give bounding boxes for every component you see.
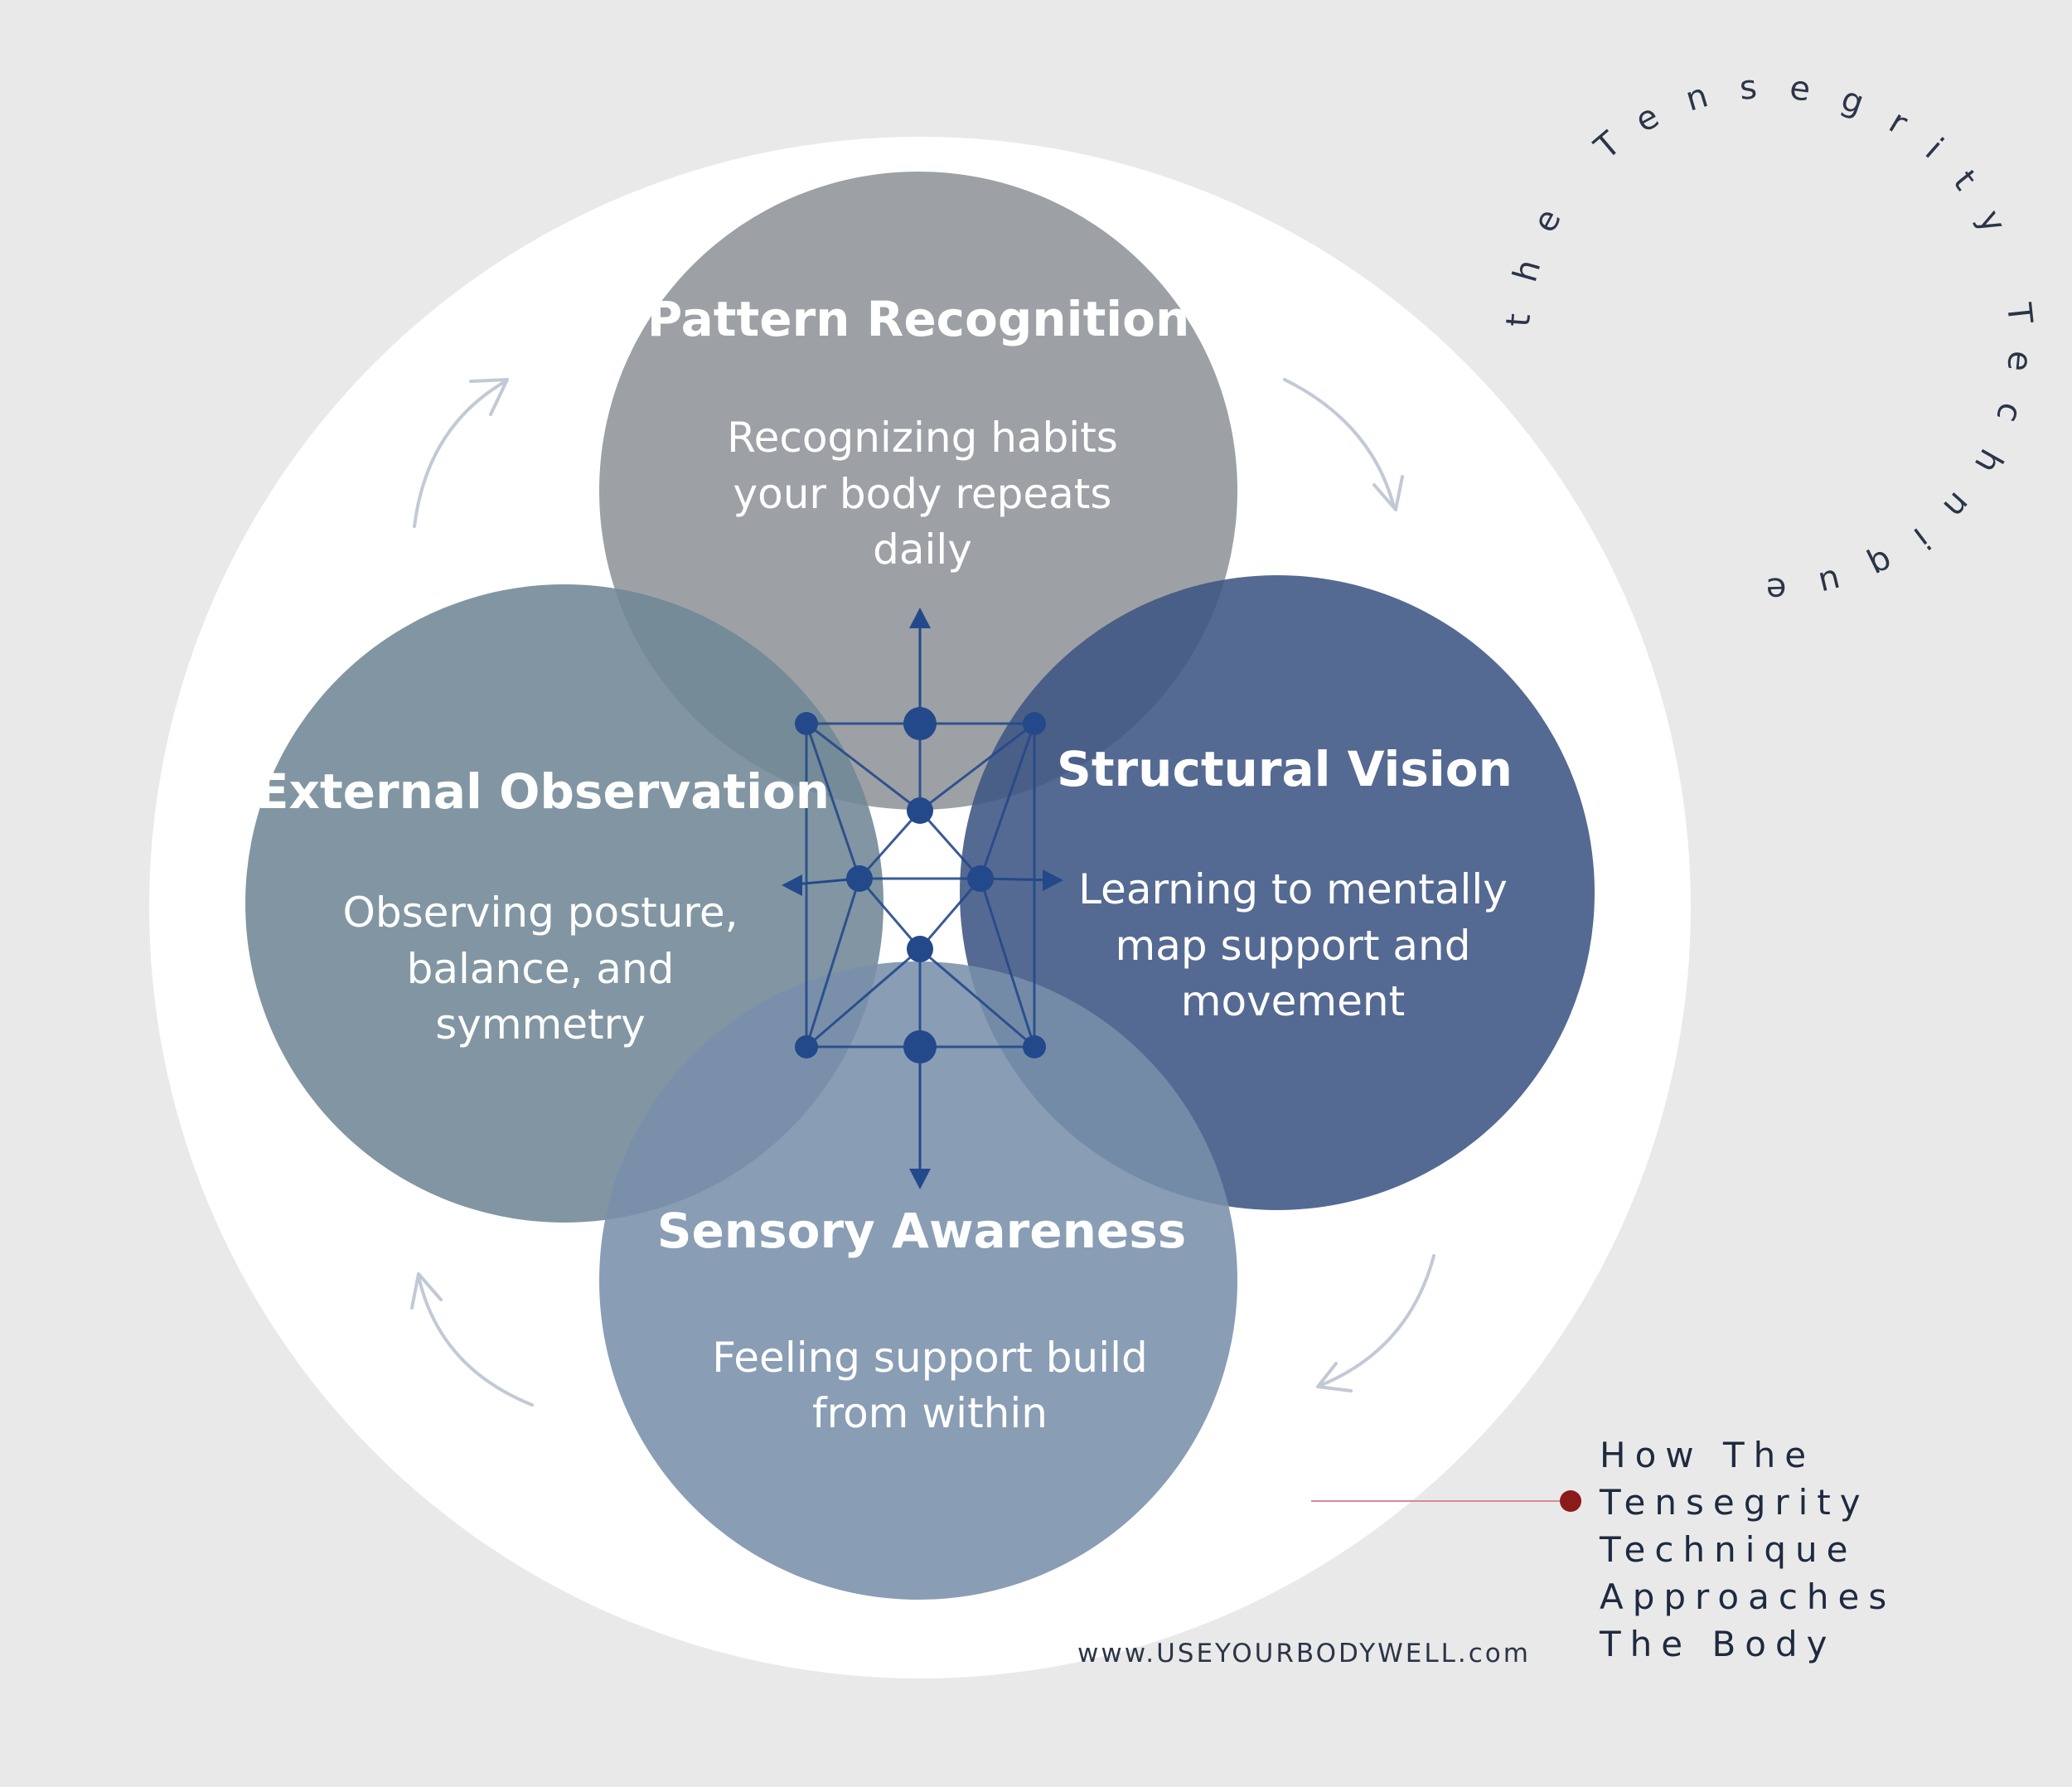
desc-structural-vision-line-2: map support and	[1116, 922, 1471, 970]
network-edge	[919, 947, 1035, 1048]
outer-white-circle	[149, 137, 1691, 1678]
side-title-line-3: Technique	[1599, 1529, 1857, 1570]
network-edge	[919, 722, 1035, 812]
cycle-arrow-icon	[1316, 1254, 1435, 1392]
cycle-arrow-icon	[1283, 378, 1404, 511]
arrowhead-icon	[1043, 869, 1063, 891]
side-title-line-5: The Body	[1599, 1624, 1837, 1664]
side-title-line-4: Approaches	[1600, 1576, 1895, 1617]
network-node	[795, 712, 818, 735]
network-node	[1023, 1035, 1046, 1058]
network-edge	[918, 810, 982, 879]
desc-external-observation-line-1: Observing posture,	[342, 889, 738, 937]
arrowhead-icon	[782, 874, 802, 896]
network-edge	[805, 723, 861, 879]
desc-sensory-awareness-line-2: from within	[812, 1389, 1048, 1437]
desc-structural-vision-line-1: Learning to mentally	[1078, 865, 1508, 913]
title-structural-vision: Structural Vision	[1057, 741, 1513, 797]
title-external-observation: External Observation	[256, 763, 830, 820]
circle-sensory-awareness	[599, 961, 1237, 1600]
desc-pattern-recognition-line-1: Recognizing habits	[727, 414, 1118, 462]
cycle-arrows	[410, 378, 1435, 1407]
network-edge	[918, 878, 982, 950]
website-url: www.USEYOURBODYWELL.com	[1077, 1639, 1531, 1668]
network-edge	[805, 878, 861, 1048]
desc-pattern-recognition-line-2: your body repeats	[733, 470, 1112, 518]
network-node	[907, 936, 933, 962]
network-node	[795, 1035, 818, 1058]
tensegrity-network-icon	[782, 608, 1063, 1189]
arrowhead-icon	[909, 1169, 931, 1189]
desc-structural-vision-line-3: movement	[1181, 977, 1405, 1025]
network-edge	[806, 722, 921, 812]
desc-external-observation-line-2: balance, and	[407, 945, 675, 993]
title-sensory-awareness: Sensory Awareness	[657, 1203, 1187, 1259]
cycle-arrow-icon	[413, 378, 509, 528]
desc-pattern-recognition-line-3: daily	[873, 525, 972, 574]
accent-dot-icon	[1560, 1490, 1581, 1512]
arrowhead-icon	[909, 608, 931, 628]
desc-sensory-awareness-line-1: Feeling support build	[712, 1334, 1147, 1382]
network-edge	[858, 810, 922, 879]
network-node	[903, 1030, 937, 1063]
network-node	[1023, 712, 1046, 735]
network-edge	[979, 723, 1036, 879]
side-title-line-1: How The	[1600, 1435, 1815, 1475]
network-node	[903, 707, 937, 740]
network-edge	[806, 947, 921, 1048]
network-edge	[979, 878, 1036, 1048]
network-node	[967, 865, 994, 892]
title-pattern-recognition: Pattern Recognition	[647, 291, 1190, 347]
cycle-arrow-icon	[410, 1272, 534, 1407]
desc-external-observation-line-3: symmetry	[435, 1000, 646, 1048]
side-title-line-2: Tensegrity	[1599, 1482, 1870, 1523]
network-edge	[858, 878, 922, 950]
network-node	[907, 797, 933, 824]
network-node	[846, 865, 873, 892]
